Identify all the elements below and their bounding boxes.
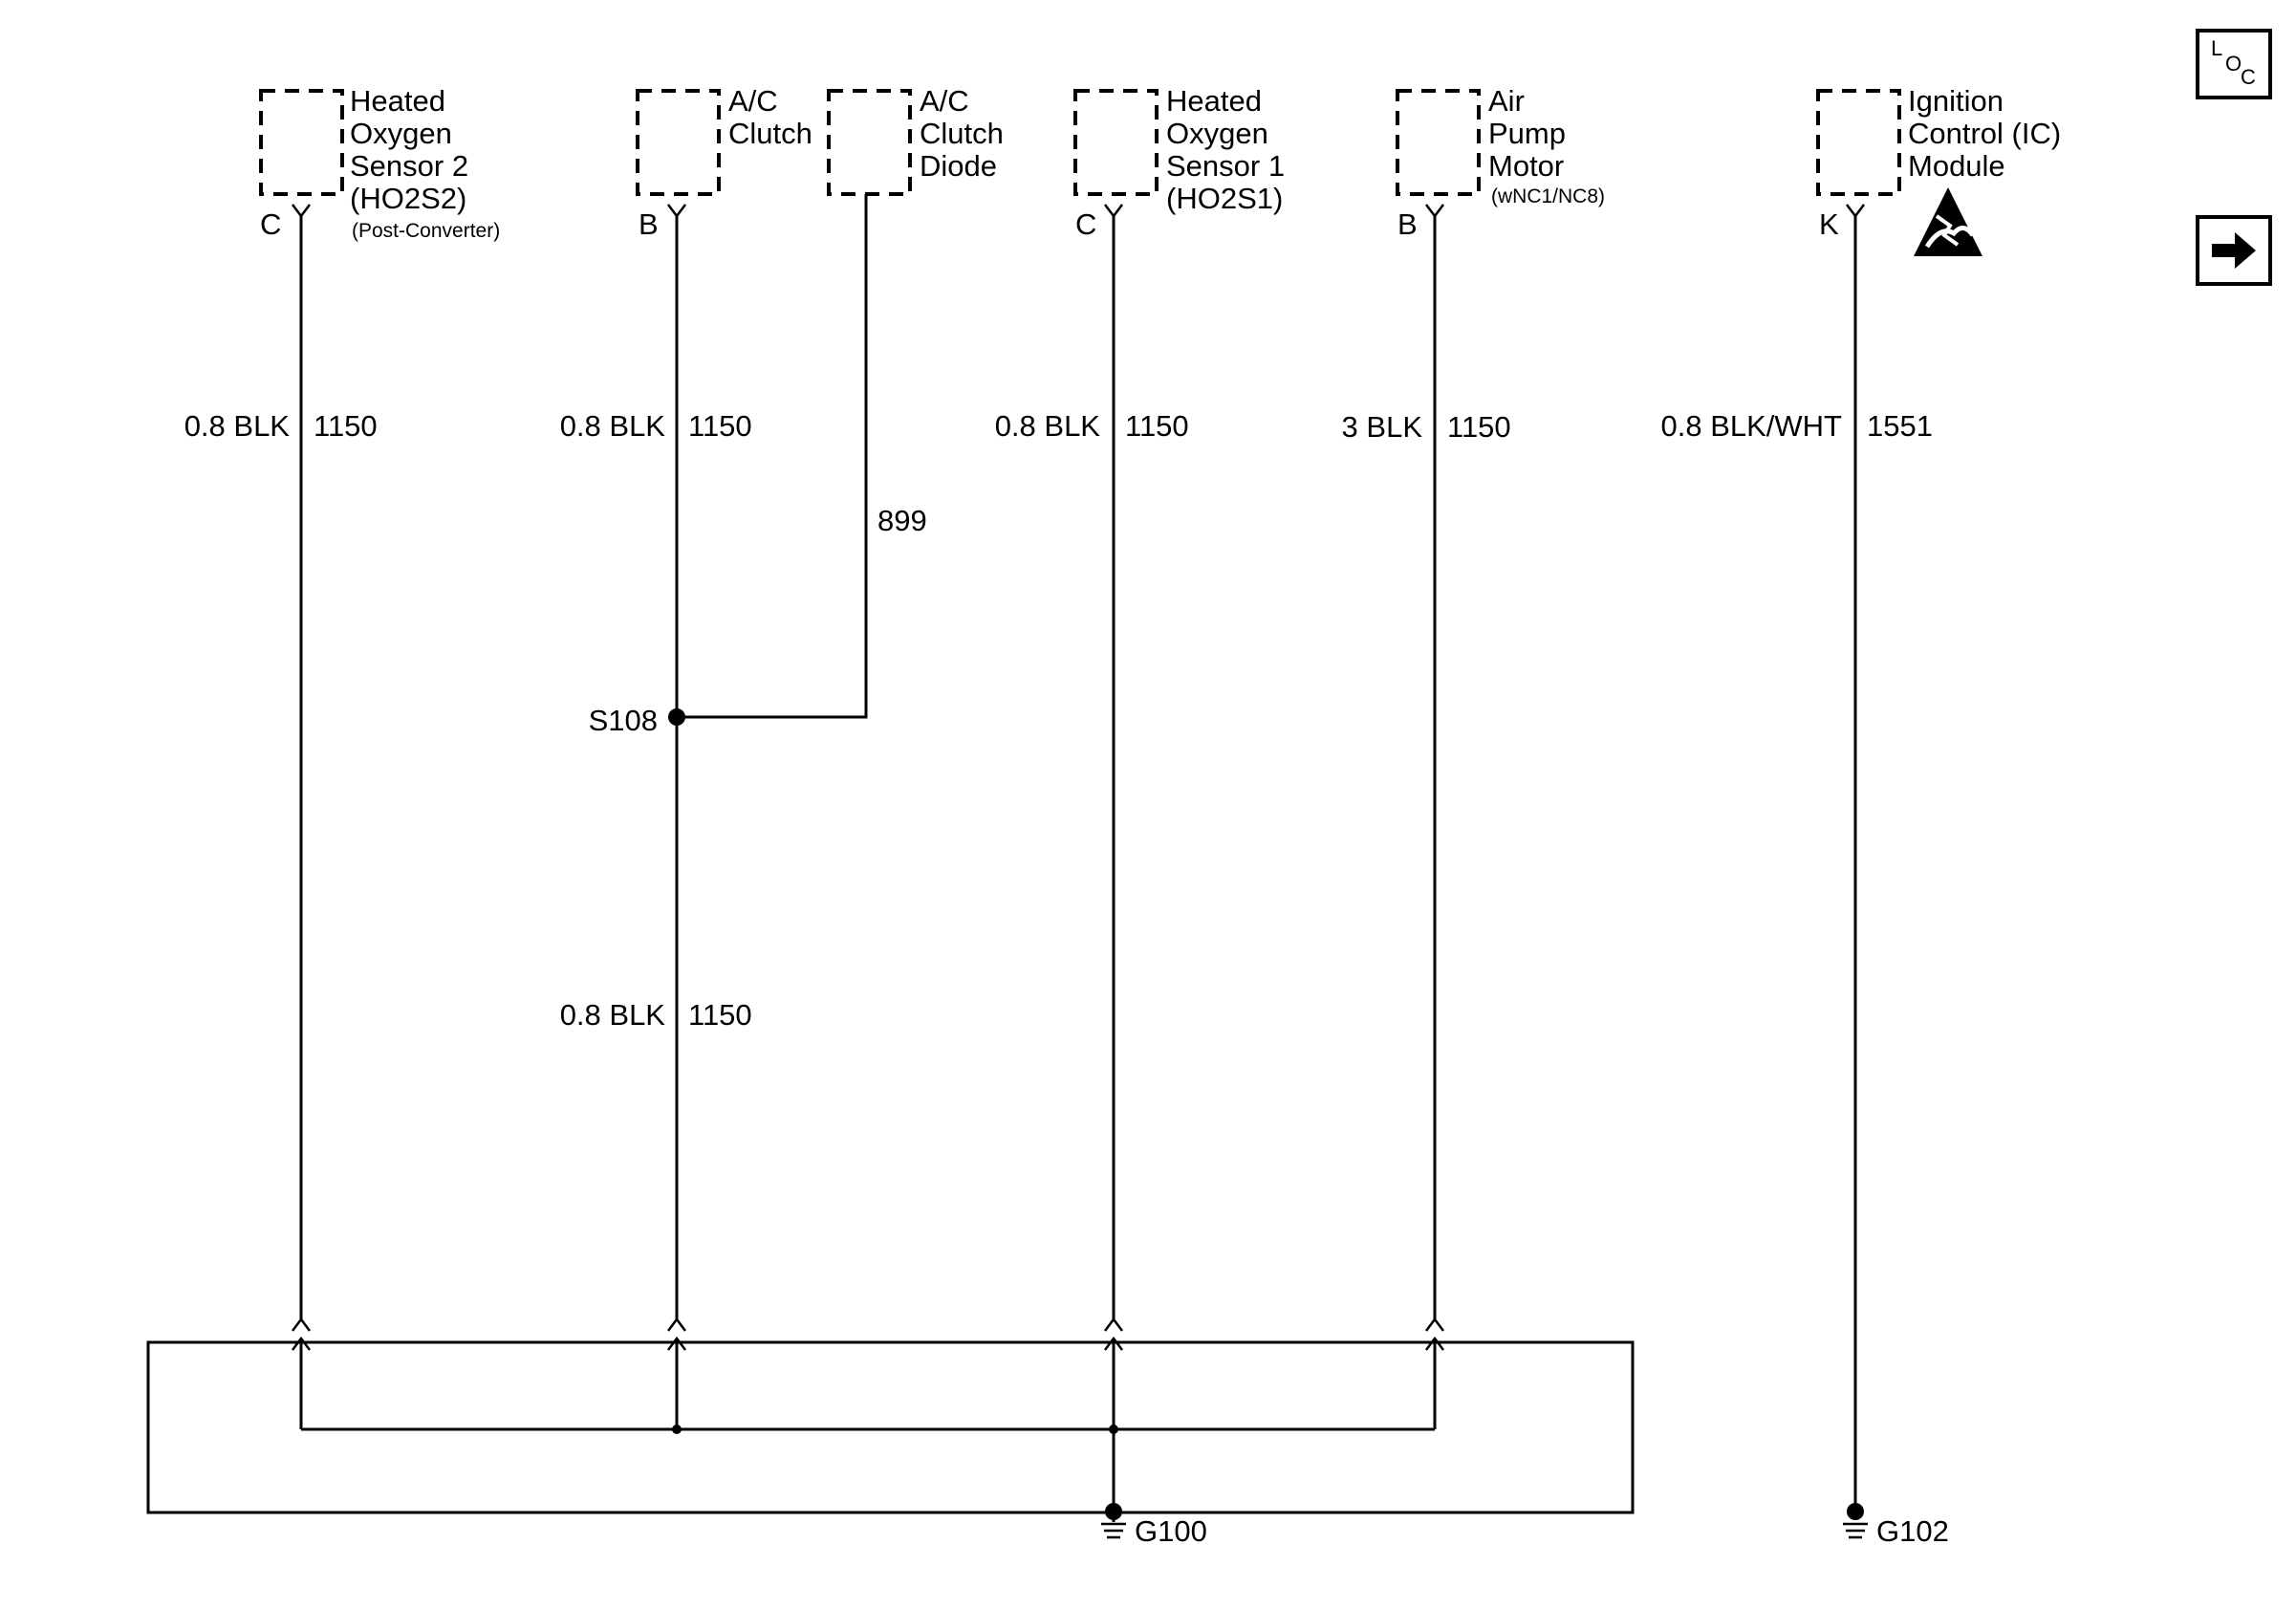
air-pump-note: (wNC1/NC8) [1491,185,1605,207]
wire-ho2s2-spec: 0.8 BLK [184,409,291,443]
wire-ac-clutch-upper-spec: 0.8 BLK [560,409,666,443]
icm-label-line-2: Control (IC) [1908,117,2061,150]
component-ho2s1: Heated Oxygen Sensor 1 (HO2S1) C [1073,84,1285,241]
wire-air-pump-spec: 3 BLK [1342,410,1423,444]
ho2s1-connector-box [1073,89,1159,196]
icm-label-line-1: Ignition [1908,84,2004,118]
next-page-button[interactable] [2196,215,2272,286]
inline-connector-terminals [292,1316,1444,1351]
component-ac-clutch-diode: A/C Clutch Diode [827,84,1004,196]
splice-s108: S108 [589,704,685,737]
ac-clutch-pin-terminal [667,204,686,219]
ho2s1-label-line-1: Heated [1166,84,1262,118]
ground-harness [146,1338,1635,1514]
ground-g100-label: G100 [1135,1514,1207,1548]
icm-pin-terminal [1846,204,1865,219]
ho2s1-label-line-4: (HO2S1) [1166,182,1283,215]
ac-diode-label-line-1: A/C [920,84,969,118]
ground-g102: G102 [1843,1503,1949,1548]
wire-icm-spec: 0.8 BLK/WHT [1661,409,1843,443]
ground-g102-label: G102 [1876,1514,1949,1548]
air-pump-label-line-3: Motor [1488,149,1564,183]
ac-diode-connector-box [827,89,912,196]
ground-g100: G100 [1101,1503,1207,1548]
splice-s108-label: S108 [589,704,658,737]
air-pump-pin-label: B [1397,207,1418,241]
ho2s1-label-line-2: Oxygen [1166,117,1268,150]
air-pump-label-line-2: Pump [1488,117,1566,150]
ground-g102-icon [1843,1522,1868,1539]
loc-icon-o: O [2225,52,2242,76]
ho2s2-label-line-3: Sensor 2 [350,149,468,183]
ho2s2-label-line-1: Heated [350,84,445,118]
location-icon: L O C [2211,36,2256,89]
loc-button-frame[interactable] [2196,29,2272,99]
harness-junction-2 [1109,1425,1118,1434]
air-pump-connector-box [1396,89,1481,196]
wire-icm-circuit: 1551 [1867,409,1933,443]
wire-ac-clutch: 0.8 BLK 1150 0.8 BLK 1150 [560,216,752,1319]
wire-ho2s1: 0.8 BLK 1150 [995,216,1189,1319]
air-pump-label-line-1: Air [1488,84,1525,118]
ac-diode-label-line-2: Clutch [920,117,1004,150]
wire-ho2s2-circuit: 1150 [314,409,378,443]
ac-clutch-label-line-2: Clutch [728,117,812,150]
wire-ac-diode-circuit: 899 [877,504,927,537]
icm-connector-box [1816,89,1901,196]
wire-ac-clutch-lower-circuit: 1150 [688,998,752,1032]
wire-ac-clutch-upper-circuit: 1150 [688,409,752,443]
ho2s2-pin-label: C [260,207,281,241]
harness-junction-1 [672,1425,682,1434]
ho2s2-label-line-2: Oxygen [350,117,452,150]
component-ho2s2: Heated Oxygen Sensor 2 (HO2S2) (Post-Con… [259,84,500,242]
ac-diode-label-line-3: Diode [920,149,997,183]
ho2s2-pin-terminal [292,204,311,219]
ground-g100-icon [1101,1522,1126,1539]
component-ac-clutch: A/C Clutch B [636,84,812,241]
wire-ho2s1-spec: 0.8 BLK [995,409,1101,443]
loc-icon-l: L [2211,36,2222,60]
ho2s1-label-line-3: Sensor 1 [1166,149,1285,183]
wire-air-pump-circuit: 1150 [1447,410,1511,444]
wire-ho2s2: 0.8 BLK 1150 [184,216,378,1319]
component-air-pump-motor: Air Pump Motor (wNC1/NC8) B [1396,84,1605,241]
ho2s1-pin-label: C [1075,207,1096,241]
component-ignition-control-module: Ignition Control (IC) Module K [1816,84,2061,256]
ac-clutch-label-line-1: A/C [728,84,778,118]
arrow-right-icon [2212,232,2256,269]
ground-harness-box [146,1340,1635,1514]
loc-button[interactable]: L O C [2196,29,2272,99]
air-pump-pin-terminal [1425,204,1444,219]
wire-air-pump: 3 BLK 1150 [1342,216,1511,1319]
icm-label-line-3: Module [1908,149,2005,183]
wire-ac-clutch-lower-spec: 0.8 BLK [560,998,666,1032]
esd-warning-icon [1914,187,1982,256]
wire-ac-diode: 899 [677,194,927,719]
ho2s2-label-line-4: (HO2S2) [350,182,466,215]
wire-icm: 0.8 BLK/WHT 1551 [1661,216,1933,1509]
ac-clutch-pin-label: B [639,207,659,241]
loc-icon-c: C [2241,65,2256,89]
ho2s1-pin-terminal [1104,204,1123,219]
ho2s2-connector-box [259,89,344,196]
ho2s2-note: (Post-Converter) [352,220,500,242]
icm-pin-label: K [1819,207,1839,241]
wire-ho2s1-circuit: 1150 [1125,409,1189,443]
ac-clutch-connector-box [636,89,721,196]
